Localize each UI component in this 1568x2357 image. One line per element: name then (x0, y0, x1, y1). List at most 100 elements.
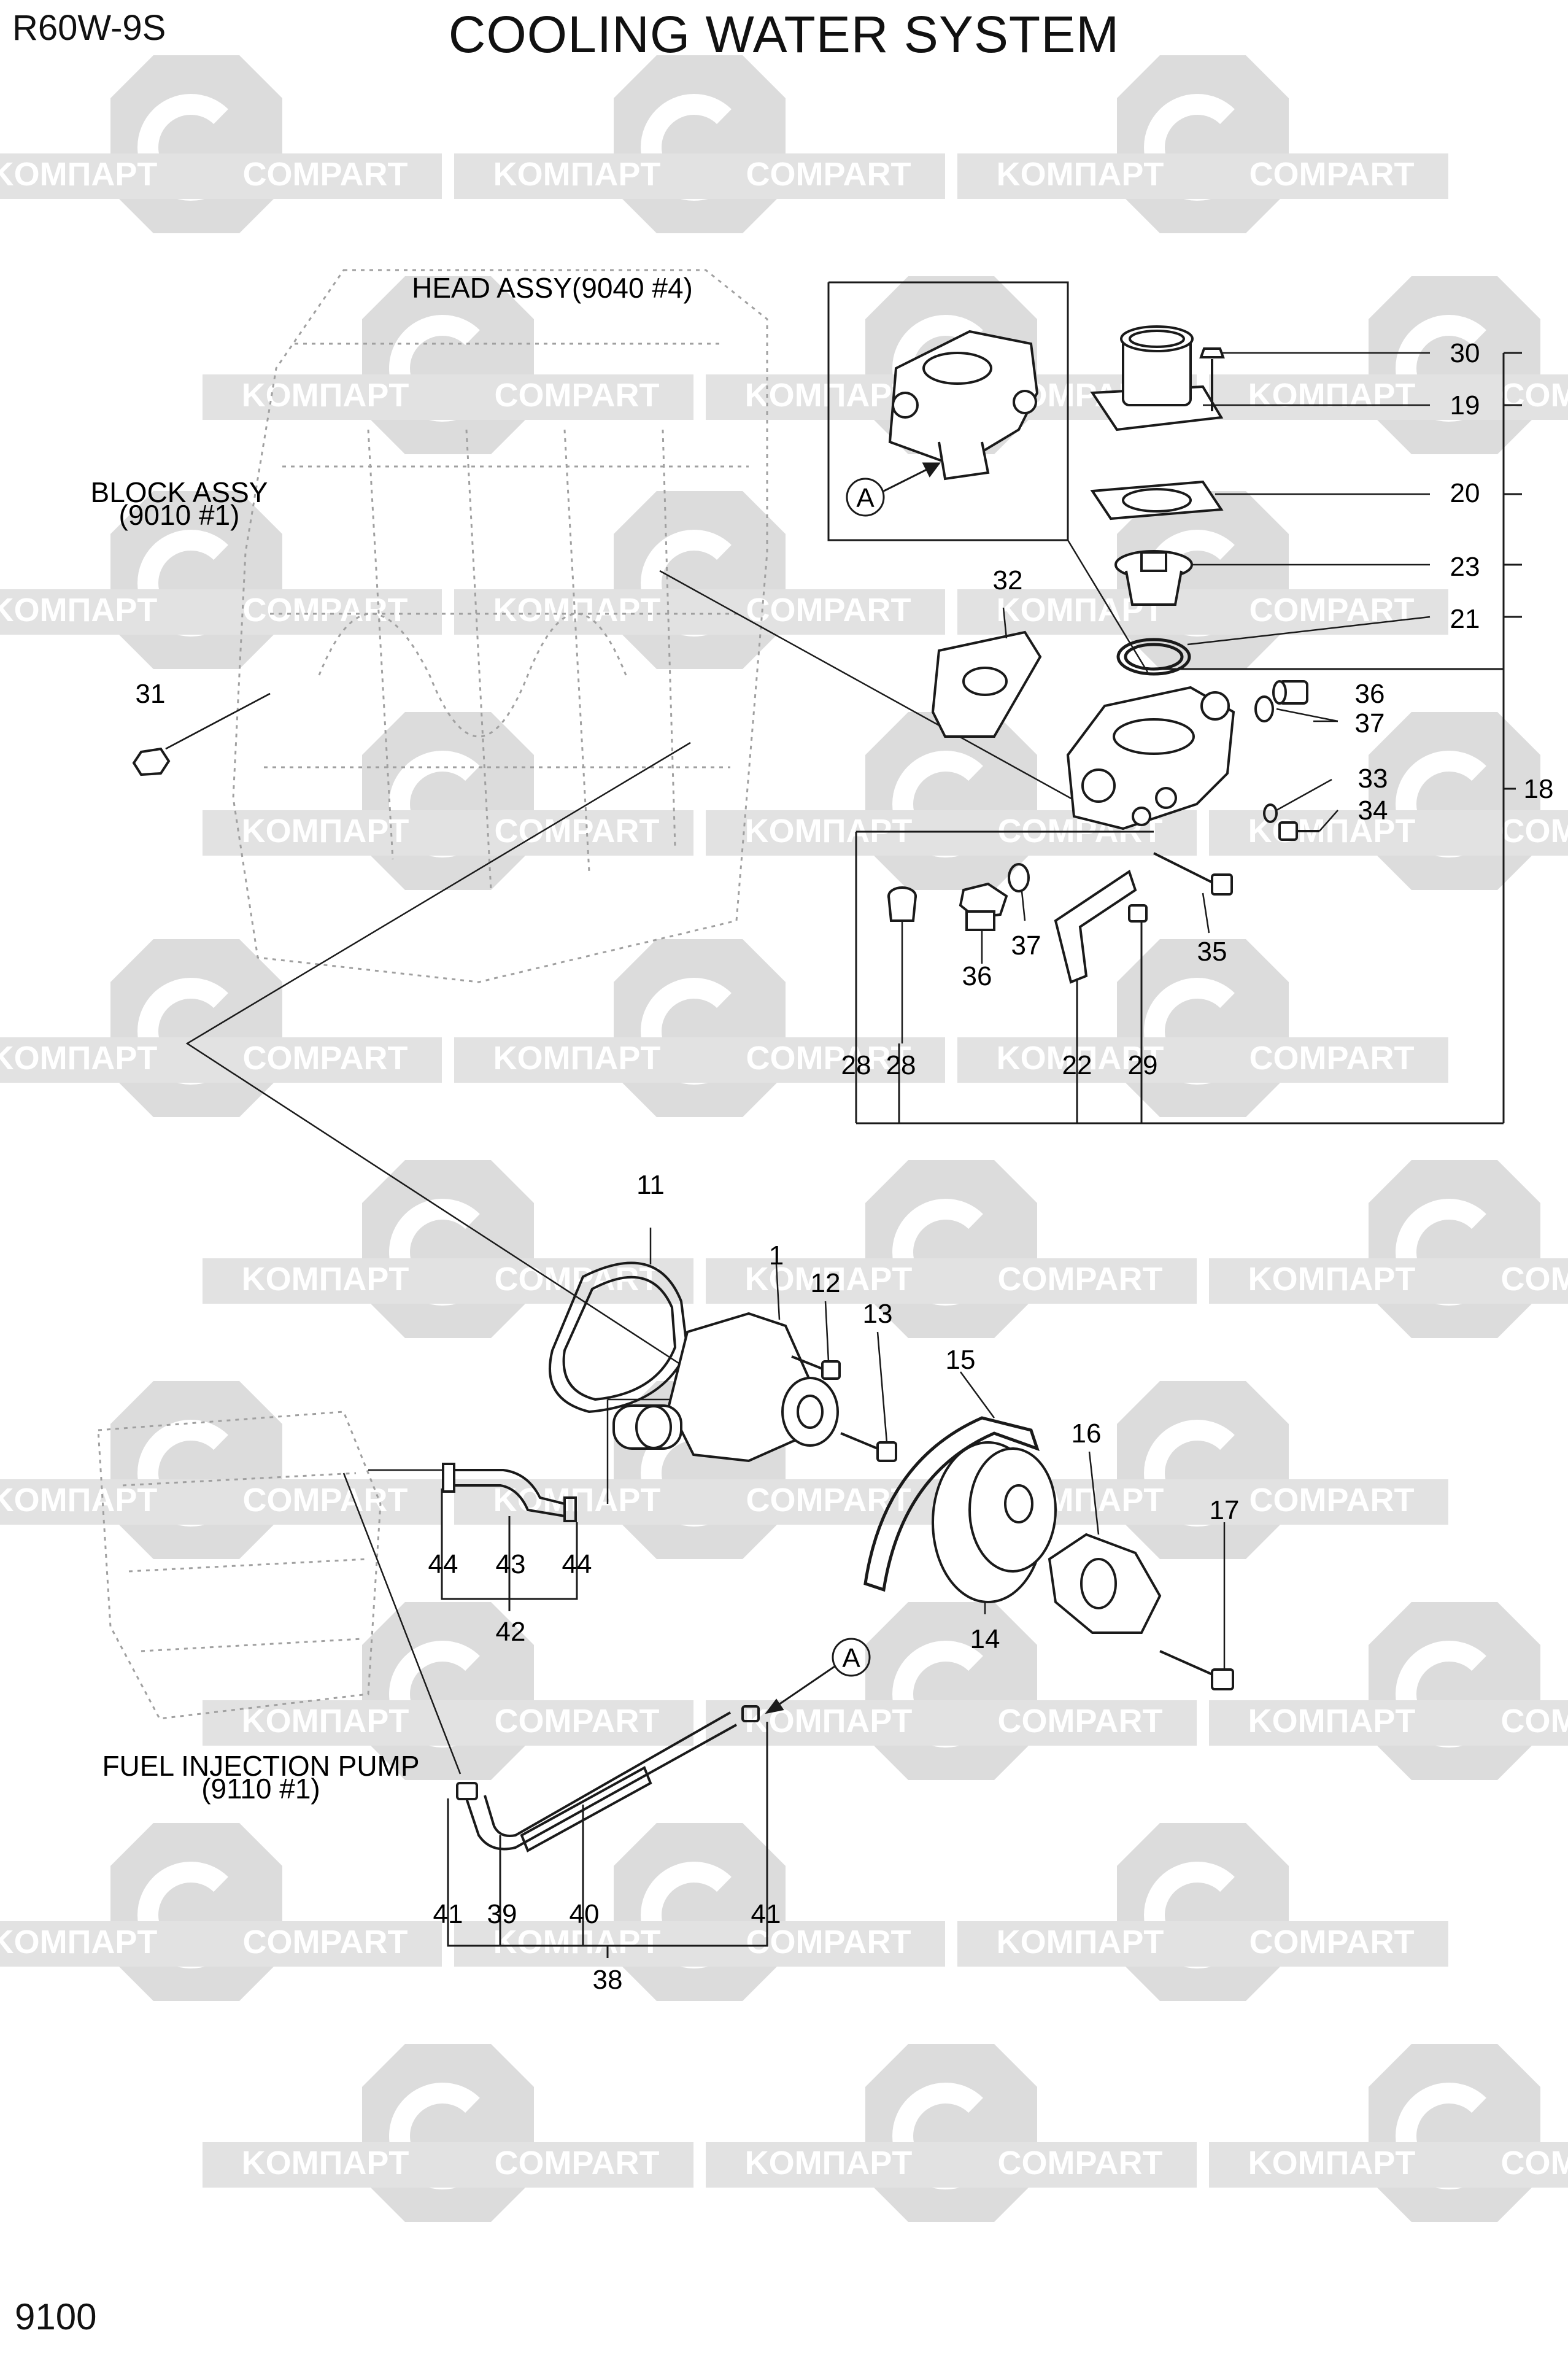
watermark-band (706, 1258, 1197, 1304)
callout-22[interactable]: 22 (1062, 1050, 1092, 1080)
watermark-text: COMPART (495, 2145, 660, 2181)
callout-19[interactable]: 19 (1450, 390, 1480, 420)
plug-36-left (959, 882, 1008, 931)
watermark-emblem (1117, 1381, 1289, 1559)
watermark-text: COMPART (1249, 1040, 1415, 1077)
watermark-text: COMPART (243, 1924, 408, 1960)
watermark-text: COMPART (746, 592, 911, 629)
callout-12[interactable]: 12 (811, 1268, 841, 1298)
watermark-text: KOMПAPT (997, 1924, 1164, 1960)
watermark-emblem (110, 1381, 282, 1559)
callout-31[interactable]: 31 (136, 679, 166, 709)
watermark-text: COMPART (998, 1703, 1163, 1740)
watermark-emblem (1369, 1602, 1540, 1780)
watermark-text: KOMПAPT (1248, 1703, 1416, 1740)
callout-41a[interactable]: 41 (433, 1899, 463, 1929)
callout-16[interactable]: 16 (1072, 1418, 1102, 1449)
group-bracket-42 (441, 1488, 578, 1611)
callout-43[interactable]: 43 (496, 1549, 526, 1579)
watermark-emblem (865, 2044, 1037, 2222)
watermark-band (203, 1700, 693, 1746)
callout-33[interactable]: 33 (1358, 764, 1388, 794)
callout-40[interactable]: 40 (570, 1899, 600, 1929)
ref-block-assy-line1: BLOCK ASSY (91, 476, 268, 508)
callout-13[interactable]: 13 (863, 1299, 893, 1329)
washer-37-right (1254, 695, 1274, 722)
thermostat-23 (1114, 550, 1193, 606)
watermark-emblem (1117, 55, 1289, 233)
watermark-text: KOMПAPT (493, 592, 661, 629)
watermark-emblem (1117, 1823, 1289, 2001)
callout-18[interactable]: 18 (1524, 774, 1554, 804)
callout-1[interactable]: 1 (769, 1240, 784, 1271)
callout-35[interactable]: 35 (1197, 937, 1227, 967)
bolt-34 (1278, 821, 1319, 841)
watermark-emblem (1369, 1160, 1540, 1338)
callout-28a[interactable]: 28 (841, 1050, 871, 1080)
watermark-text: KOMПAPT (493, 1482, 661, 1519)
callout-15[interactable]: 15 (946, 1345, 976, 1375)
callout-21[interactable]: 21 (1450, 604, 1480, 634)
callout-20[interactable]: 20 (1450, 478, 1480, 508)
callout-30[interactable]: 30 (1450, 338, 1480, 368)
watermark-text: COMPART (746, 1040, 911, 1077)
watermark-band (957, 1037, 1448, 1083)
watermark-text: KOMПAPT (242, 377, 409, 414)
callout-36b[interactable]: 36 (1355, 679, 1385, 709)
callout-38[interactable]: 38 (593, 1965, 623, 1995)
callout-14[interactable]: 14 (970, 1624, 1000, 1654)
callout-44b[interactable]: 44 (562, 1549, 592, 1579)
callout-23[interactable]: 23 (1450, 552, 1480, 582)
water-pump-gasket-11 (549, 1261, 689, 1414)
watermark-text: COMPART (495, 813, 660, 850)
watermark-text: KOMПAPT (745, 1261, 913, 1298)
view-marker-a-bottom (765, 1638, 871, 1714)
callout-32[interactable]: 32 (993, 565, 1023, 595)
callout-41b[interactable]: 41 (751, 1899, 781, 1929)
watermark-band (1209, 810, 1568, 856)
bypass-hose-43 (442, 1463, 577, 1522)
callout-29[interactable]: 29 (1128, 1050, 1158, 1080)
watermark-text: COMPART (1249, 1924, 1415, 1960)
callout-42[interactable]: 42 (496, 1617, 526, 1647)
callout-37a[interactable]: 37 (1011, 931, 1041, 961)
thermostat-cover (1090, 325, 1224, 432)
ref-fuel-pump-line2: (9110 #1) (201, 1773, 320, 1805)
callout-36a[interactable]: 36 (962, 961, 992, 991)
watermark-text: COMPART (243, 1040, 408, 1077)
housing-inset (888, 330, 1039, 481)
watermark-text: COMPART (1249, 592, 1415, 629)
watermark-text: KOMПAPT (0, 1482, 157, 1519)
watermark-text: COMPART (1501, 1261, 1568, 1298)
callout-39[interactable]: 39 (487, 1899, 517, 1929)
callout-37b[interactable]: 37 (1355, 708, 1385, 738)
group-bracket-38 (447, 1722, 768, 1958)
watermark-text: COMPART (495, 377, 660, 414)
washer-37-left (1008, 863, 1030, 892)
watermark-text: COMPART (243, 1482, 408, 1519)
callout-28b[interactable]: 28 (886, 1050, 916, 1080)
watermark-text: KOMПAPT (997, 156, 1164, 193)
watermark-band (957, 589, 1448, 635)
callout-17[interactable]: 17 (1210, 1495, 1240, 1525)
callout-44a[interactable]: 44 (428, 1549, 458, 1579)
watermark-band (1209, 1700, 1568, 1746)
watermark-text: KOMПAPT (242, 1703, 409, 1740)
view-marker-a-top-label: A (856, 483, 875, 513)
watermark-text: KOMПAPT (997, 1040, 1164, 1077)
watermark-text: COMPART (1501, 813, 1568, 850)
callout-11[interactable]: 11 (636, 1170, 665, 1200)
ref-block-assy-line2: (9010 #1) (119, 499, 240, 531)
view-marker-a-bottom-label: A (842, 1643, 860, 1673)
fuel-pump-ghost (97, 1411, 382, 1720)
watermark-band (1209, 1258, 1568, 1304)
bracket-22 (1054, 869, 1137, 984)
watermark-band (0, 1037, 442, 1083)
bolt-30 (1199, 347, 1225, 411)
callout-layer: 1 11 12 13 14 15 16 17 18 19 20 21 22 23… (136, 338, 1554, 1995)
bolt-35 (1153, 852, 1233, 896)
watermark-band (454, 1921, 945, 1967)
watermark-band (957, 1921, 1448, 1967)
callout-34[interactable]: 34 (1358, 795, 1388, 826)
bolt-13 (840, 1432, 897, 1462)
